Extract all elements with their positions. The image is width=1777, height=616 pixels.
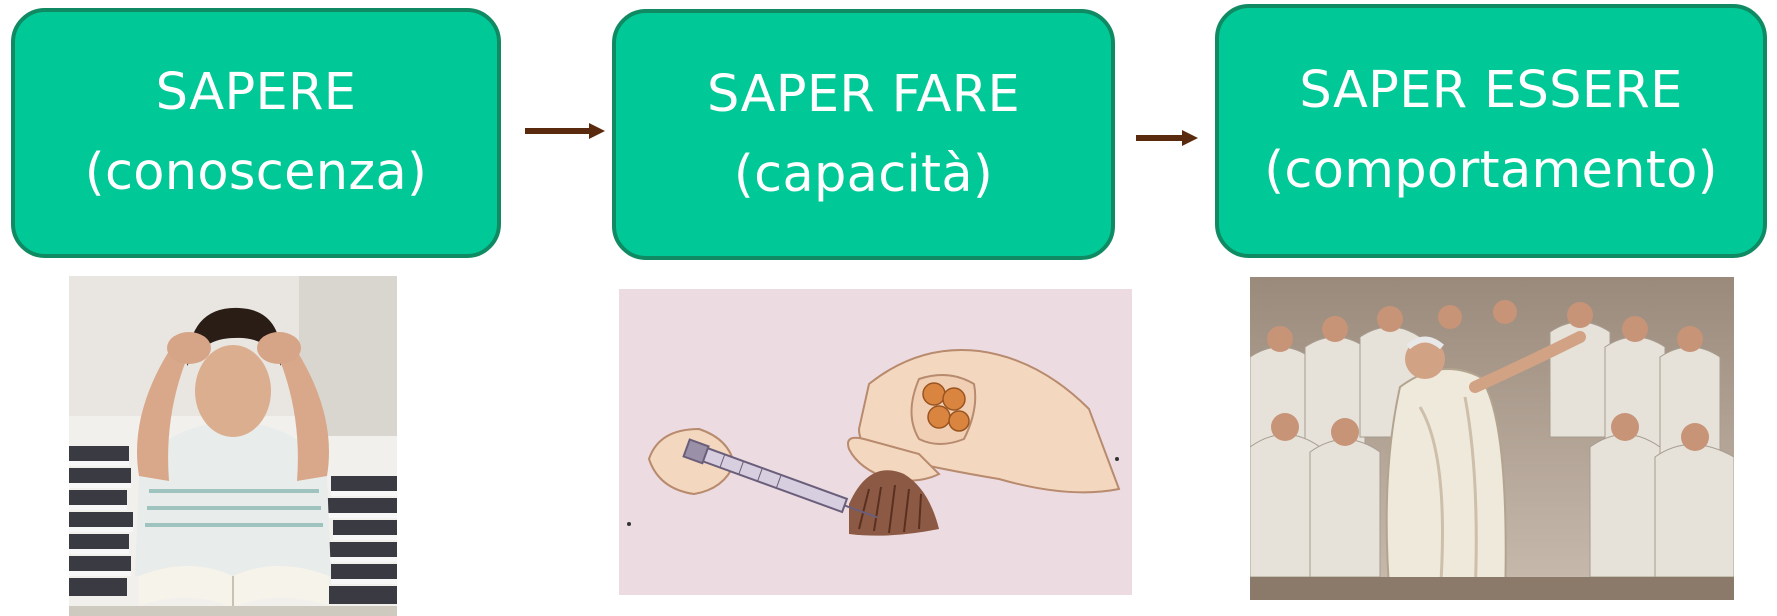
hand-with-syringe-image: [619, 289, 1132, 595]
node-saper-fare-title: SAPER FARE: [707, 55, 1020, 135]
node-sapere: SAPERE (conoscenza): [11, 8, 501, 258]
roman-senate-fresco-image: [1250, 277, 1734, 600]
node-saper-essere: SAPER ESSERE (comportamento): [1215, 4, 1767, 258]
arrow-right-icon: [1136, 127, 1198, 149]
node-saper-fare: SAPER FARE (capacità): [612, 9, 1115, 260]
node-saper-essere-subtitle: (comportamento): [1264, 131, 1718, 211]
arrow-right-icon: [525, 120, 605, 142]
student-with-books-image: [69, 276, 397, 616]
node-saper-essere-title: SAPER ESSERE: [1299, 51, 1682, 131]
node-saper-fare-subtitle: (capacità): [734, 135, 993, 215]
node-sapere-subtitle: (conoscenza): [85, 133, 428, 213]
node-sapere-title: SAPERE: [156, 53, 357, 133]
